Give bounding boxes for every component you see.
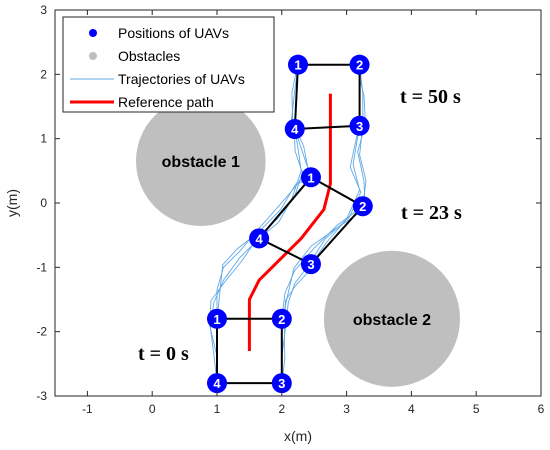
y-tick-label: 2 [40,67,47,81]
x-tick-label: 0 [149,402,156,416]
uav-marker-1-formation-1 [207,308,227,329]
x-tick-label: 5 [473,402,480,416]
reference-path-layer [247,93,332,351]
x-tick-label: -1 [82,402,93,416]
obstacle-1 [136,96,266,226]
legend-label-3: Trajectories of UAVs [118,71,245,87]
time-label-2: t = 23 s [401,202,462,224]
uav-id-3-formation-1: 3 [278,376,285,391]
uav-marker-4-formation-3 [284,119,305,140]
obstacle-2 [323,250,460,387]
uav-id-4-formation-3: 4 [291,122,299,137]
uav-id-1-formation-3: 1 [294,58,301,73]
y-tick-label: 0 [40,196,47,210]
x-tick-label: 3 [343,402,350,416]
uav-id-3-formation-2: 3 [307,257,314,272]
time-label-1: t = 0 s [138,343,189,365]
uav-id-4-formation-1: 4 [213,376,221,391]
legend-box [62,16,275,113]
uav-id-2-formation-2: 2 [359,199,366,214]
uav-id-2-formation-3: 2 [356,58,363,73]
uav-marker-2-formation-2 [352,196,373,217]
uav-id-2-formation-1: 2 [278,312,285,327]
legend-symbol-1 [89,29,97,37]
trajectory-uav-1-b [216,64,310,322]
uav-marker-4-formation-2 [249,228,270,249]
uav-id-4-formation-2: 4 [256,231,264,246]
uav-id-1-formation-1: 1 [213,312,220,327]
time-label-3: t = 50 s [400,86,461,108]
obstacle-label-2: obstacle 2 [353,312,431,329]
x-tick-label: 1 [214,402,221,416]
obstacles-layer: obstacle 1 obstacle 2 [136,96,460,387]
legend-symbol-2 [89,52,97,60]
y-tick-label: 1 [40,132,47,146]
uav-markers-layer: 1 2 3 4 1 2 3 4 1 2 3 4 [207,54,373,394]
x-tick-label: 2 [278,402,285,416]
time-labels-layer: t = 0 s t = 23 s t = 50 s [138,86,462,365]
y-tick-label: -2 [36,325,47,339]
uav-marker-3-formation-1 [271,373,292,394]
y-tick-label: -3 [36,389,47,403]
legend-label-1: Positions of UAVs [118,25,229,41]
y-axis-ticks: -3 -2 -1 0 1 2 3 [36,3,541,403]
legend-label-2: Obstacles [118,48,180,64]
uav-marker-3-formation-3 [349,115,370,136]
uav-marker-1-formation-2 [300,167,321,188]
uav-marker-4-formation-1 [207,373,227,394]
uav-marker-2-formation-1 [271,308,292,329]
y-tick-label: -1 [36,260,47,274]
x-tick-label: 4 [408,402,415,416]
uav-marker-3-formation-2 [300,254,321,275]
y-axis-label: y(m) [4,189,20,217]
x-axis-label: x(m) [284,428,312,444]
legend-label-4: Reference path [118,94,214,110]
uav-id-3-formation-3: 3 [356,119,363,134]
obstacle-label-1: obstacle 1 [162,154,240,171]
y-tick-label: 3 [40,3,47,17]
trajectory-uav-4-b [209,128,303,387]
reference-path [247,93,332,351]
uav-marker-2-formation-3 [349,54,370,75]
x-axis-ticks: -1 0 1 2 3 4 5 6 [82,10,545,416]
x-tick-label: 6 [538,402,545,416]
uav-id-1-formation-2: 1 [307,170,314,185]
uav-marker-1-formation-3 [288,54,308,75]
